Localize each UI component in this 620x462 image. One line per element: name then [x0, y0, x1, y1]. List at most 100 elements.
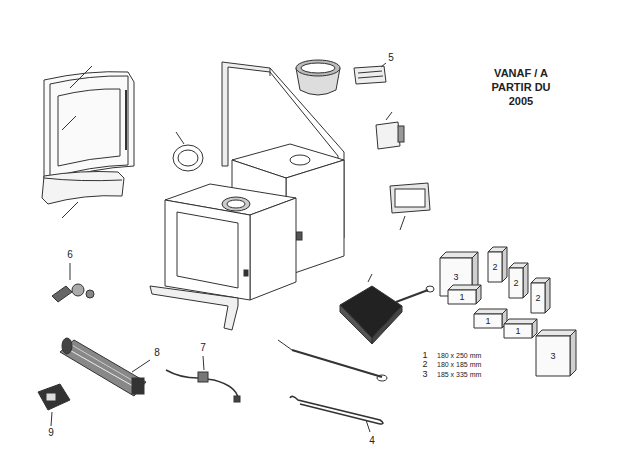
switch-part — [38, 384, 70, 426]
drawing-stroke — [358, 76, 383, 78]
drawing-stroke — [502, 247, 507, 282]
drawing-stroke — [50, 76, 128, 178]
drawing-stroke — [504, 324, 532, 338]
drawing-stroke — [290, 155, 310, 165]
drawing-stroke — [476, 285, 481, 304]
callout-number: 3 — [422, 370, 427, 379]
drawing-stroke — [340, 286, 402, 338]
drawing-stroke — [38, 384, 70, 410]
drawing-stroke — [488, 252, 502, 282]
drawing-stroke — [222, 62, 270, 166]
drawing-stroke — [178, 150, 198, 166]
drawing-stroke — [509, 268, 523, 298]
drawing-stroke — [165, 200, 250, 300]
drawing-stroke — [354, 66, 386, 84]
trim-bar — [42, 172, 124, 219]
flue-collar — [296, 60, 340, 95]
drawing-stroke — [58, 89, 120, 166]
drawing-stroke — [398, 126, 404, 142]
drawing-stroke — [270, 72, 271, 76]
drawing-stroke — [372, 306, 402, 344]
drawing-stroke — [545, 278, 550, 313]
callout-number: 6 — [67, 250, 73, 260]
drawing-stroke — [52, 286, 72, 302]
dimension-text: 185 x 335 mm — [437, 371, 481, 378]
drawing-stroke — [62, 202, 78, 218]
drawing-stroke — [448, 290, 476, 304]
callout-number: 5 — [388, 53, 394, 63]
drawing-stroke — [377, 375, 387, 381]
drawing-stroke — [222, 197, 250, 211]
drawing-stroke — [536, 336, 570, 376]
callout-number: 3 — [550, 352, 555, 361]
drawing-stroke — [60, 340, 146, 396]
drawing-stroke — [474, 314, 502, 328]
drawing-stroke — [570, 330, 576, 376]
drawing-stroke — [390, 183, 430, 213]
drawing-stroke — [368, 274, 372, 282]
drawing-stroke — [132, 360, 150, 372]
drawing-stroke — [426, 286, 434, 292]
drawing-stroke — [396, 290, 428, 302]
drawing-stroke — [395, 189, 425, 207]
drawing-stroke — [278, 340, 292, 350]
dimension-text: 180 x 185 mm — [437, 361, 481, 368]
callout-number: 1 — [485, 317, 490, 326]
drawing-stroke — [376, 122, 400, 149]
drawing-stroke — [340, 305, 372, 344]
key-part — [52, 263, 94, 302]
callout-number: 9 — [48, 428, 54, 438]
drawing-stroke — [125, 90, 127, 150]
drawing-stroke — [296, 60, 340, 76]
callout-number: 1 — [515, 327, 520, 336]
drawing-stroke — [386, 112, 392, 120]
callout-number: 2 — [535, 294, 540, 303]
drawing-stroke — [400, 216, 405, 230]
front-fascia — [44, 66, 134, 182]
callout-number: 4 — [369, 436, 375, 446]
drawing-stroke — [177, 212, 238, 288]
blower-fan — [60, 338, 150, 396]
callout-number: 7 — [200, 343, 206, 353]
ash-pan — [340, 274, 434, 344]
callout-number: 2 — [513, 279, 518, 288]
drawing-stroke — [44, 178, 122, 181]
drawing-stroke — [250, 198, 296, 300]
bottom-plate — [150, 286, 238, 330]
callout-number: 8 — [154, 348, 160, 358]
drawing-stroke — [51, 412, 52, 426]
drawing-stroke — [70, 263, 71, 280]
wire-part — [166, 356, 240, 402]
drawing-stroke — [198, 372, 208, 382]
drawing-stroke — [166, 370, 238, 398]
drawing-stroke — [227, 200, 245, 208]
drawing-stroke — [531, 283, 545, 313]
callout-number: 2 — [492, 263, 497, 272]
drawing-stroke — [381, 63, 386, 67]
drawing-stroke — [62, 116, 76, 130]
drawing-stroke — [70, 344, 142, 386]
callout-number: 3 — [453, 273, 458, 282]
callout-number: 1 — [459, 293, 464, 302]
drawing-stroke — [292, 350, 382, 377]
small-parts — [376, 112, 430, 230]
drawing-stroke — [536, 330, 576, 336]
drawing-stroke — [42, 172, 124, 205]
drawing-stroke — [244, 270, 248, 276]
drawing-stroke — [296, 232, 302, 240]
drawing-stroke — [132, 378, 144, 394]
drawing-stroke — [203, 356, 204, 370]
drawing-stroke — [173, 145, 203, 171]
drawing-stroke — [301, 63, 335, 73]
drawing-stroke — [523, 263, 528, 298]
dimension-text: 180 x 250 mm — [437, 352, 481, 359]
drawing-stroke — [150, 286, 238, 330]
fire-tools — [278, 340, 387, 432]
callout-number: 1 — [422, 351, 427, 360]
drawing-stroke — [176, 132, 184, 144]
drawing-stroke — [290, 396, 383, 424]
drawing-stroke — [72, 284, 84, 296]
diagram-title: VANAF / A PARTIR DU 2005 — [485, 66, 557, 108]
plate-part — [354, 63, 386, 84]
